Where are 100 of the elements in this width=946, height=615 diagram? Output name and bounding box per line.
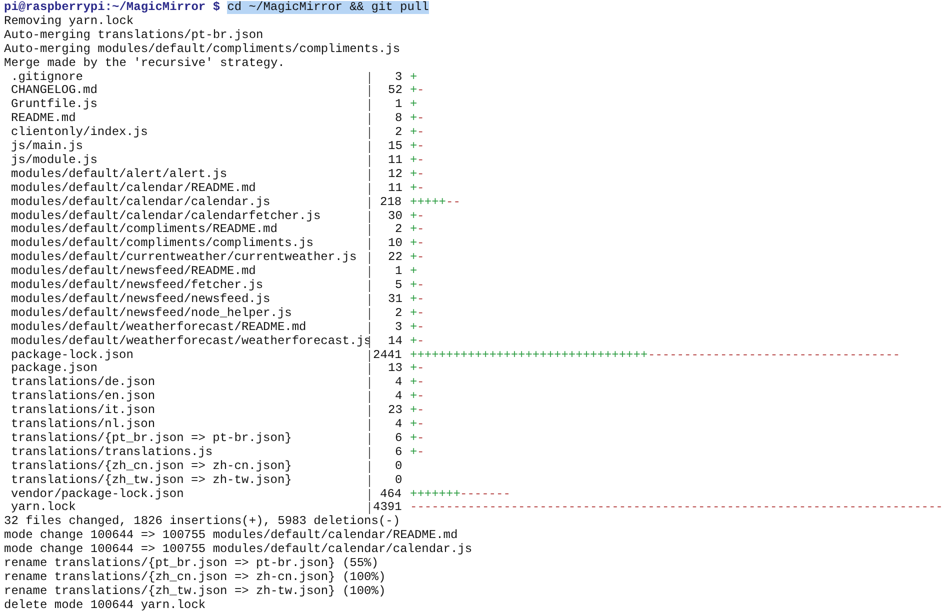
change-count: 1 [395,98,402,112]
shell-prompt: pi@raspberrypi:~/MagicMirror $ [4,1,220,14]
file-path: modules/default/calendar/README.md [11,182,256,195]
insertions-graph: + [410,390,418,404]
insertions-graph: + [410,265,418,278]
file-path: modules/default/weatherforecast/weatherforecast.js [11,334,372,348]
deletions-graph: - [417,279,424,292]
deletions-graph: - [417,292,424,306]
file-path: clientonly/index.js [11,126,148,140]
file-path: js/main.js [11,140,84,153]
change-count: 2 [395,223,402,236]
insertions-graph: + [410,70,418,84]
deletions-graph: - [417,140,424,153]
file-path: modules/default/newsfeed/newsfeed.js [11,292,270,306]
change-count: 31 [388,292,402,306]
file-path: modules/default/compliments/compliments.js [11,237,314,250]
deletions-graph: - [417,418,424,431]
deletions-graph: - [417,154,424,167]
file-path: modules/default/newsfeed/fetcher.js [11,279,264,292]
deletions-graph: - [417,306,424,320]
file-path: modules/default/alert/alert.js [11,168,228,181]
change-count: 13 [388,362,402,376]
insertions-graph: +++++++++++++++++++++++++++++++++ [410,348,648,362]
file-path: package.json [11,362,98,376]
insertions-graph: + [410,292,418,306]
output-line: 32 files changed, 1826 insertions(+), 5983 deletions(-) [4,515,400,528]
insertions-graph: + [410,334,418,348]
change-count: 10 [388,237,402,250]
file-path: modules/default/newsfeed/node_helper.js [11,306,292,320]
change-count: 12 [388,168,402,181]
change-count: 14 [388,334,402,348]
output-line: mode change 100644 => 100755 modules/default/calendar/calendar.js [4,543,472,556]
deletions-graph: - [417,168,424,181]
file-path: modules/default/compliments/README.md [11,223,278,236]
output-line: Auto-merging modules/default/compliments/compliments.js [4,42,400,56]
deletions-graph: - [417,251,424,264]
insertions-graph: + [410,84,418,98]
deletions-graph: - [417,362,424,376]
change-count: 4 [395,418,402,431]
insertions-graph: + [410,182,418,195]
file-path: CHANGELOG.md [11,84,98,98]
deletions-graph: - [417,334,424,348]
insertions-graph: + [410,154,418,167]
output-line: Merge made by the 'recursive' strategy. [4,56,285,70]
change-count: 2441 [373,348,402,362]
deletions-graph: - [417,404,424,418]
deletions-graph: ----------------------------------- [648,348,900,362]
change-count: 4 [395,390,402,404]
insertions-graph: + [410,237,418,250]
insertions-graph: +++++++ [410,488,460,500]
output-line: Removing yarn.lock [4,14,134,28]
deletions-graph: - [417,210,424,222]
output-line: rename translations/{zh_cn.json => zh-cn.json} (100%) [4,570,386,584]
change-count: 218 [380,196,402,209]
insertions-graph: + [410,279,418,292]
deletions-graph: - [417,84,424,98]
deletions-graph: - [417,237,424,250]
file-path: modules/default/newsfeed/README.md [11,265,256,278]
file-path: README.md [11,112,76,126]
file-path: package-lock.json [11,348,134,362]
file-path: Gruntfile.js [11,98,98,112]
insertions-graph: + [410,376,418,390]
insertions-graph: + [410,362,418,376]
deletions-graph: - [417,126,424,140]
file-path: js/module.js [11,154,98,167]
insertions-graph: + [410,168,418,181]
change-count: 30 [388,210,402,222]
insertions-graph: + [410,320,418,334]
deletions-graph: - [417,223,424,236]
change-count: 6 [395,446,402,459]
shell-command: cd ~/MagicMirror && git pull [227,1,429,14]
file-path: vendor/package-lock.json [11,488,184,500]
file-path: modules/default/currentweather/currentweather.js [11,251,357,264]
deletions-graph: - [417,390,424,404]
insertions-graph: +++++ [410,196,446,209]
change-count: 464 [380,488,402,500]
change-count: 3 [395,70,402,84]
change-count: 11 [388,154,402,167]
deletions-graph: - [417,182,424,195]
change-count: 52 [388,84,402,98]
output-line: mode change 100644 => 100755 modules/default/calendar/README.md [4,529,458,542]
change-count: 3 [395,320,402,334]
change-count: 4391 [373,501,402,514]
deletions-graph: -- [446,196,460,209]
insertions-graph: + [410,404,418,418]
change-count: 4 [395,376,402,390]
deletions-graph: - [417,112,424,126]
file-path: translations/{pt_br.json => pt-br.json} [11,432,292,445]
deletions-graph: -------------------------------------------------------------------------- [410,501,943,514]
file-path: translations/nl.json [11,418,156,431]
insertions-graph: + [410,126,418,140]
file-path: modules/default/weatherforecast/README.md [11,320,306,334]
insertions-graph: + [410,251,418,264]
file-path: translations/en.json [11,390,156,404]
insertions-graph: + [410,140,418,153]
insertions-graph: + [410,98,418,112]
file-path: translations/translations.js [11,446,213,459]
change-count: 1 [395,265,402,278]
change-count: 8 [395,112,402,126]
deletions-graph: - [417,432,424,445]
